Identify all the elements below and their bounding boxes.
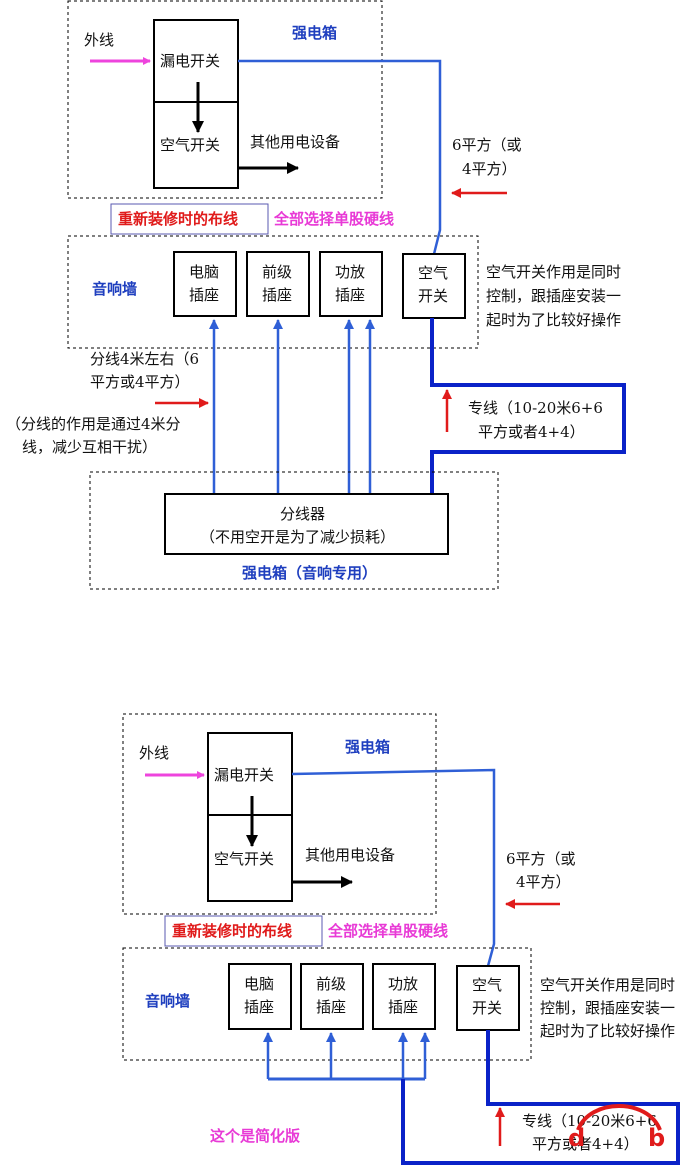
top-rewire-label-box — [110, 203, 269, 235]
bottom-other-devices: 其他用电设备 — [305, 846, 395, 864]
top-breaker-box — [153, 101, 239, 189]
top-switch-note-1: 空气开关作用是同时 — [486, 263, 621, 281]
bottom-socket-amp — [372, 963, 436, 1030]
top-wall-border — [67, 235, 479, 349]
top-socket-preamp — [246, 251, 310, 317]
top-socket-pc — [173, 251, 237, 317]
bottom-simplified-label: 这个是简化版 — [210, 1127, 300, 1145]
top-dedicated-note-2: 平方或者4+4） — [478, 423, 585, 441]
bottom-wall-switch-l2: 开关 — [472, 999, 502, 1017]
bottom-socket-preamp-l1: 前级 — [316, 975, 346, 993]
bottom-rcd-label: 漏电开关 — [214, 766, 274, 784]
bottom-socket-amp-l1: 功放 — [388, 975, 418, 993]
bottom-wall-switch-l1: 空气 — [472, 976, 502, 994]
top-diagram: 强电箱 外线 漏电开关 空气开关 其他用电设备 6平方（或 4平方） 重新装修时… — [6, 0, 626, 590]
top-cable-note-2: 4平方） — [462, 160, 517, 178]
top-hardwire-label: 全部选择单股硬线 — [273, 210, 394, 228]
top-main-box-border — [67, 0, 383, 199]
top-incoming-label: 外线 — [84, 31, 114, 49]
bottom-socket-preamp — [300, 963, 364, 1030]
top-rcd-label: 漏电开关 — [160, 52, 220, 70]
bottom-switch-note-2: 控制，跟插座安装一 — [540, 999, 675, 1017]
bottom-cable-note-2: 4平方） — [516, 873, 571, 891]
bottom-cable-note-1: 6平方（或 — [506, 850, 576, 868]
top-audio-box-label: 强电箱（音响专用） — [242, 564, 377, 582]
bottom-rewire-label: 重新装修时的布线 — [172, 922, 292, 940]
top-branch-purpose-1: （分线的作用是通过4米分 — [6, 415, 181, 433]
bottom-mark-b: b — [648, 1124, 665, 1152]
top-socket-preamp-l2: 插座 — [262, 286, 292, 304]
bottom-socket-pc-l1: 电脑 — [244, 975, 274, 993]
top-dedicated-note-1: 专线（10-20米6+6 — [468, 399, 603, 417]
top-socket-amp-l1: 功放 — [335, 263, 365, 281]
top-switch-note-2: 控制，跟插座安装一 — [486, 287, 621, 305]
top-branch-purpose-2: 线，减少互相干扰） — [22, 438, 157, 456]
bottom-wall-border — [122, 947, 532, 1061]
bottom-dedicated-note-1: 专线（10-20米6+6 — [522, 1112, 657, 1130]
bottom-wall-switch — [456, 965, 520, 1031]
bottom-dedicated-note-2: 平方或者4+4） — [532, 1135, 639, 1153]
bottom-main-box-border — [122, 713, 437, 915]
top-breaker-label: 空气开关 — [160, 136, 220, 154]
top-splitter-box — [164, 493, 449, 555]
bottom-main-box-label: 强电箱 — [345, 738, 390, 756]
top-main-box-label: 强电箱 — [292, 24, 337, 42]
top-socket-pc-l2: 插座 — [189, 286, 219, 304]
bottom-dedicated-line — [401, 1030, 680, 1165]
bottom-wall-label: 音响墙 — [145, 992, 190, 1010]
top-socket-amp-l2: 插座 — [335, 286, 365, 304]
top-splitter-l1: 分线器 — [280, 505, 325, 523]
bottom-feeder-line — [291, 768, 496, 967]
top-switch-note-3: 起时为了比较好操作 — [486, 311, 621, 329]
bottom-socket-pc-l2: 插座 — [244, 998, 274, 1016]
bottom-red-arc-mark — [576, 1104, 662, 1131]
top-socket-preamp-l1: 前级 — [262, 263, 292, 281]
top-socket-amp — [319, 251, 383, 317]
top-socket-pc-l1: 电脑 — [189, 263, 219, 281]
bottom-rewire-label-box — [164, 915, 323, 947]
top-rewire-label: 重新装修时的布线 — [118, 210, 238, 228]
top-wall-switch — [402, 253, 466, 319]
top-splitter-l2: （不用空开是为了减少损耗） — [200, 528, 395, 546]
bottom-breaker-box — [207, 814, 293, 902]
bottom-incoming-label: 外线 — [139, 744, 169, 762]
top-wall-switch-l1: 空气 — [418, 264, 448, 282]
bottom-mark-d: d — [568, 1124, 585, 1152]
top-wall-switch-l2: 开关 — [418, 287, 448, 305]
top-cable-note-1: 6平方（或 — [452, 136, 522, 154]
bottom-socket-pc — [228, 963, 292, 1030]
bottom-hardwire-label: 全部选择单股硬线 — [327, 922, 448, 940]
top-audio-box-border — [89, 471, 499, 590]
top-dedicated-line — [430, 318, 626, 494]
top-branch-note-1: 分线4米左右（6 — [90, 350, 199, 368]
bottom-switch-note-3: 起时为了比较好操作 — [540, 1022, 675, 1040]
top-feeder-line — [238, 59, 442, 255]
top-wall-label: 音响墙 — [92, 280, 137, 298]
bottom-socket-preamp-l2: 插座 — [316, 998, 346, 1016]
top-branch-note-2: 平方或4平方） — [90, 373, 190, 391]
bottom-breaker-label: 空气开关 — [214, 850, 274, 868]
bottom-diagram: 强电箱 外线 漏电开关 空气开关 其他用电设备 6平方（或 4平方） 重新装修时… — [122, 713, 680, 1165]
bottom-socket-amp-l2: 插座 — [388, 998, 418, 1016]
bottom-switch-note-1: 空气开关作用是同时 — [540, 976, 675, 994]
top-other-devices: 其他用电设备 — [250, 133, 340, 151]
